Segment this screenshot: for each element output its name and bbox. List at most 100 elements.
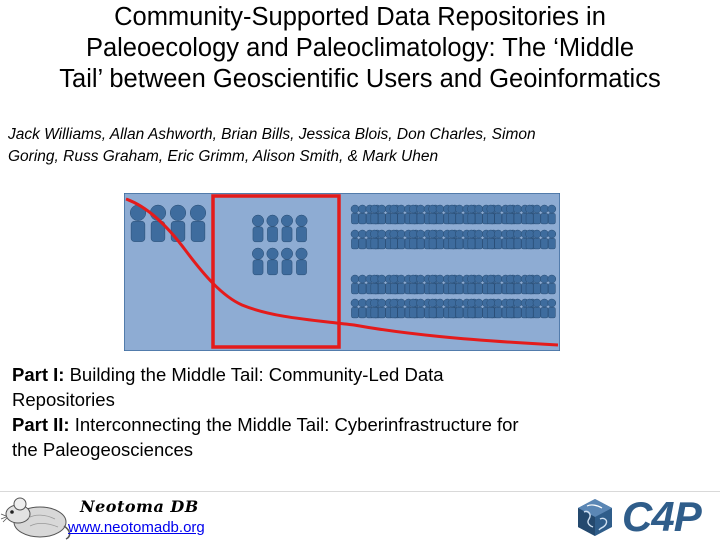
head-person-icon [169,204,187,242]
tail-person-icon [389,274,399,295]
tail-person-icon [428,274,437,295]
tail-person-icon [474,229,484,250]
tail-person-icon [493,229,503,250]
tail-person-icon [416,274,425,295]
tail-person-icon [416,298,425,319]
middle-person-icon [295,247,308,276]
part-2-line: Part II: Interconnecting the Middle Tail… [12,412,712,437]
packrat-icon [0,497,71,540]
title-line-1: Community-Supported Data Repositories in [114,3,606,31]
tail-person-icon [396,229,406,250]
tail-person-icon [532,204,542,225]
middle-person-icon [281,214,293,243]
tail-person-icon [513,298,522,319]
tail-person-icon [467,274,476,295]
middle-tail-highlight-box [211,194,341,349]
tail-person-icon [455,274,464,295]
tail-person-icon [493,274,503,295]
part-2-continuation: the Paleogeosciences [12,439,194,460]
tail-person-icon [486,204,496,225]
tail-person-icon [447,274,457,295]
part-1-text: Building the Middle Tail: Community-Led … [64,364,444,385]
parts-text-block: Part I: Building the Middle Tail: Commun… [12,362,712,462]
tail-person-icon [350,204,360,225]
tail-person-icon [370,204,379,225]
tail-person-icon [416,229,425,250]
head-person-icon [189,204,207,242]
tail-person-icon [505,274,515,295]
tail-person-icon [513,204,522,225]
tail-person-icon [377,298,387,319]
tail-person-icon [505,229,515,250]
part-2-text: Interconnecting the Middle Tail: Cyberin… [69,414,519,435]
tail-person-icon [428,229,437,250]
tail-person-icon [474,274,484,295]
tail-person-icon [493,204,503,225]
tail-person-icon [547,204,557,225]
middle-tail-users-group [252,214,308,276]
head-person-icon [129,204,147,242]
tail-person-icon [547,229,557,250]
tail-person-icon [408,204,418,225]
long-tail-figure [124,193,560,351]
neotoma-db-name: Neotoma DB [80,497,199,516]
tail-person-icon [540,298,549,319]
slide-title: Community-Supported Data Repositories in… [0,2,720,95]
long-tail-users-group [350,204,557,319]
tail-person-icon [547,298,557,319]
tail-person-icon [513,229,522,250]
globe-cube-icon [578,499,612,536]
tail-person-icon [396,204,406,225]
authors-line-2: Goring, Russ Graham, Eric Grimm, Alison … [8,148,439,165]
tail-person-icon [525,274,534,295]
tail-person-icon [435,298,445,319]
middle-person-icon [252,247,264,276]
part-1-continuation: Repositories [12,389,115,410]
tail-person-icon [408,229,418,250]
tail-person-icon [474,204,484,225]
tail-person-icon [370,298,379,319]
tail-person-icon [389,298,399,319]
tail-person-icon [435,274,445,295]
tail-person-icon [467,229,476,250]
tail-person-icon [547,274,557,295]
title-line-3: Tail’ between Geoscientific Users and Ge… [59,65,661,93]
tail-person-icon [505,204,515,225]
tail-person-icon [428,204,437,225]
tail-person-icon [474,298,484,319]
tail-person-icon [377,274,387,295]
tail-person-icon [396,298,406,319]
tail-person-icon [350,274,360,295]
tail-person-icon [350,229,360,250]
title-line-2: Paleoecology and Paleoclimatology: The ‘… [85,34,635,62]
tail-person-icon [447,298,457,319]
author-list: Jack Williams, Allan Ashworth, Brian Bil… [8,124,714,168]
middle-person-icon [295,214,308,243]
tail-person-icon [455,229,464,250]
tail-person-icon [377,204,387,225]
tail-person-icon [467,298,476,319]
c4p-logo-text: C4P [622,493,702,540]
tail-person-icon [350,298,360,319]
tail-person-icon [467,204,476,225]
tail-person-icon [358,274,367,295]
tail-person-icon [370,274,379,295]
part-1-label: Part I: [12,364,65,385]
tail-person-icon [428,298,437,319]
tail-person-icon [447,204,457,225]
neotoma-url-link[interactable]: www.neotomadb.org [68,519,205,536]
middle-person-icon [252,214,264,243]
tail-person-icon [370,229,379,250]
tail-person-icon [525,229,534,250]
tail-person-icon [377,229,387,250]
tail-person-icon [486,298,496,319]
tail-person-icon [416,204,425,225]
middle-person-icon [281,247,293,276]
tail-person-icon [486,274,496,295]
tail-person-icon [455,298,464,319]
long-tail-curve [125,197,559,347]
tail-person-icon [408,274,418,295]
tail-person-icon [525,204,534,225]
tail-person-icon [358,298,367,319]
tail-person-icon [435,204,445,225]
